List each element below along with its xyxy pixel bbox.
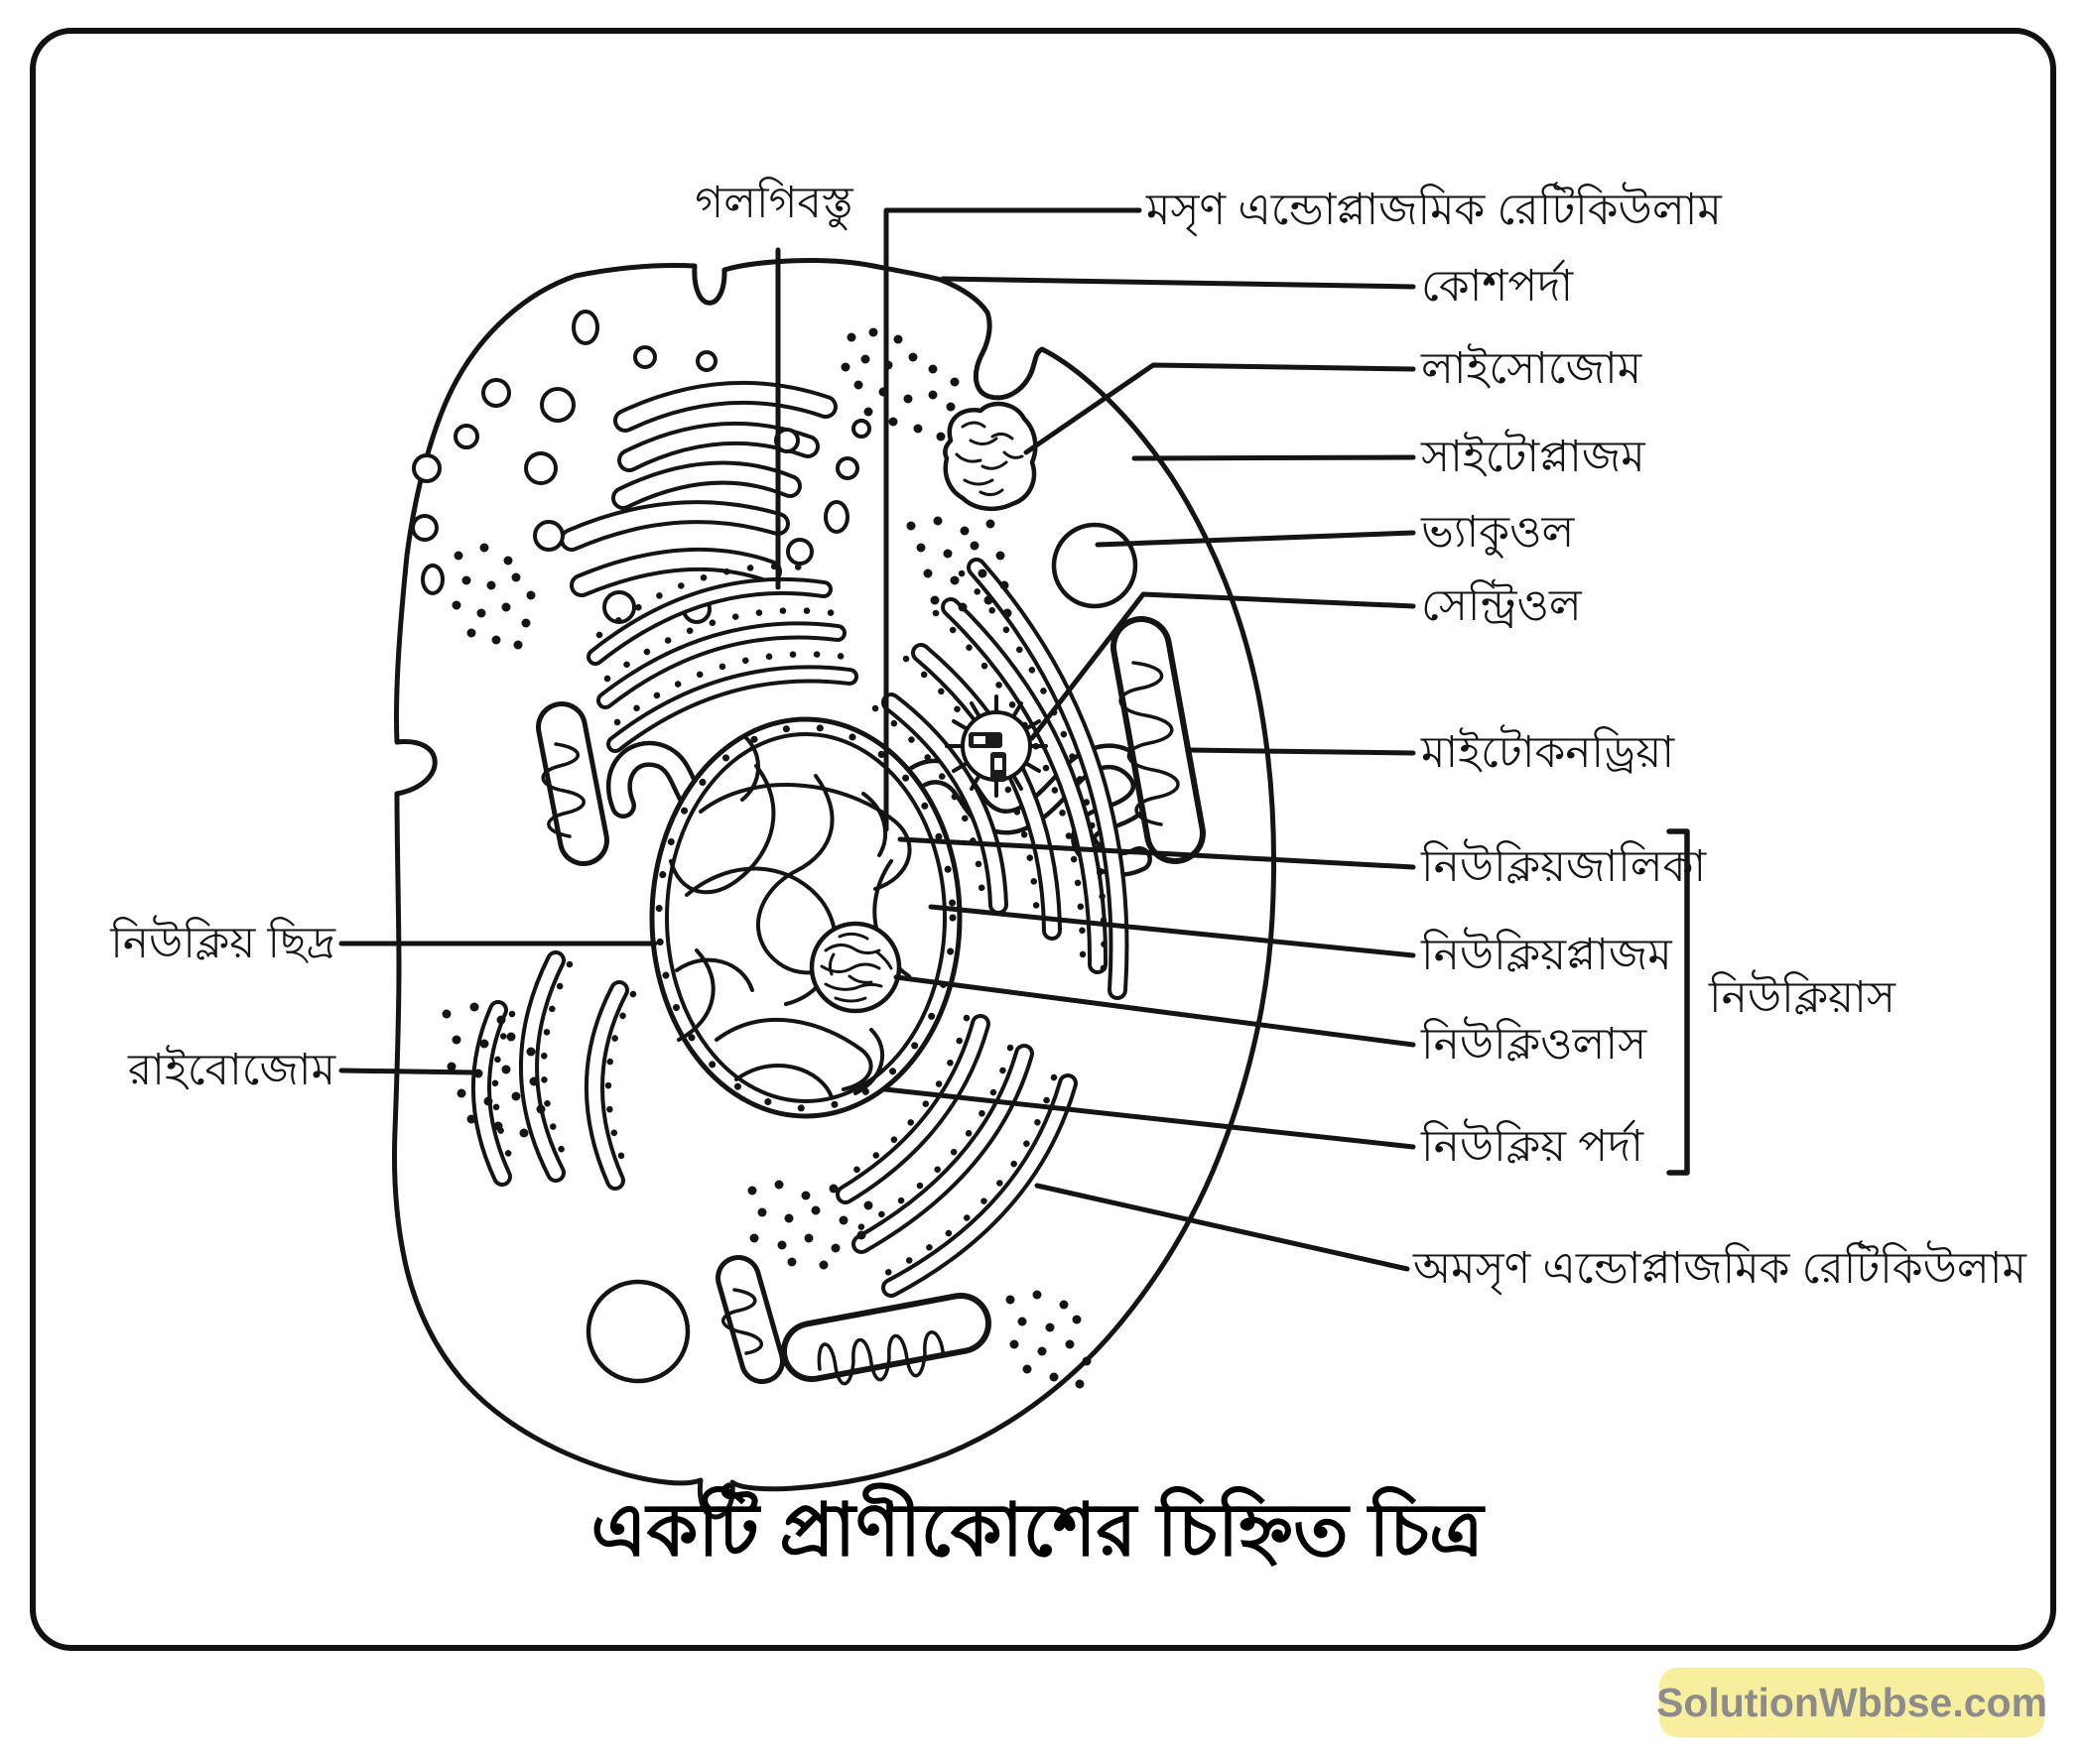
leader-cytoplasm [1131,454,1416,461]
nucleus-structure [649,716,963,1119]
mitochondrion-right [1110,616,1206,864]
mitochondrion-left [536,701,609,866]
label-mitochondria: মাইটোকনড্রিয়া [1421,727,1675,777]
label-nuclear-membrane: নিউক্লিয় পর্দা [1421,1121,1644,1171]
nuclear-envelope [649,716,963,1119]
figure-title: একটি প্রাণীকোশের চিহ্নিত চিত্র [590,1488,1484,1572]
label-nuclear-pore: নিউক্লিয় ছিদ্র [110,918,335,967]
watermark-badge: SolutionWbbse.com [1655,1668,2048,1737]
leader-lysosome [1023,362,1416,455]
nucleus-bracket [1666,828,1690,1176]
label-nucleoplasm: নিউক্লিয়প্লাজম [1421,930,1672,979]
label-golgi-body: গলগিবস্তু [695,178,853,227]
watermark-text: SolutionWbbse.com [1655,1679,2048,1725]
leader-vacuole [1095,530,1416,548]
vacuole-bottom-left [586,1279,691,1384]
label-cell-membrane: কোশপর্দা [1421,261,1574,311]
rough-endoplasmic-reticulum-bottom [836,1014,1078,1298]
leader-centriole [1029,591,1416,741]
leader-nucleoplasm [928,904,1416,958]
leader-lines [338,207,1416,1272]
label-ribosome: রাইবোজোম [127,1045,335,1094]
figure-border [30,28,2056,1651]
label-nucleus: নিউক্লিয়াস [1709,972,1895,1022]
label-centriole: সেন্ট্রিওল [1421,580,1582,630]
leader-rough-er [1034,1183,1410,1272]
label-nuclear-reticulum: নিউক্লিয়জালিকা [1421,841,1707,891]
nucleolus [809,921,902,1014]
leader-ribosome [338,1068,477,1075]
golgi-vesicles [411,310,871,624]
mitochondrion-bottom-small [716,1255,785,1384]
label-cytoplasm: সাইটোপ্লাজম [1421,432,1645,481]
rough-endoplasmic-reticulum-upper [587,563,858,753]
centriole-structure [945,694,1048,798]
centriole-rays [945,694,1048,798]
label-nucleolus: নিউক্লিওলাস [1421,1019,1647,1069]
label-smooth-er: মসৃণ এন্ডোপ্লাজমিক রেটিকিউলাম [1146,185,1722,234]
rough-endoplasmic-reticulum-left [471,950,637,1191]
ribosome-dots [442,327,1092,1389]
leader-nuclear-membrane [882,1086,1416,1150]
mitochondrion-bottom-horizontal [781,1293,991,1386]
label-vacuole: ভ্যাকুওল [1421,507,1575,557]
leader-nuclear-reticulum [897,836,1416,870]
rough-endoplasmic-reticulum-right [871,558,1129,1000]
leader-nucleolus [893,974,1416,1048]
label-lysosome: লাইসোজোম [1421,343,1642,393]
vacuole-structure [1051,522,1138,609]
label-rough-er: অমসৃণ এন্ডোপ্লাজমিক রেটিকিউলাম [1413,1243,2026,1293]
lysosome-structure [943,401,1038,512]
leader-mitochondria [1186,747,1416,756]
leader-cell-membrane [940,276,1416,290]
leader-smooth-er [883,207,1142,832]
